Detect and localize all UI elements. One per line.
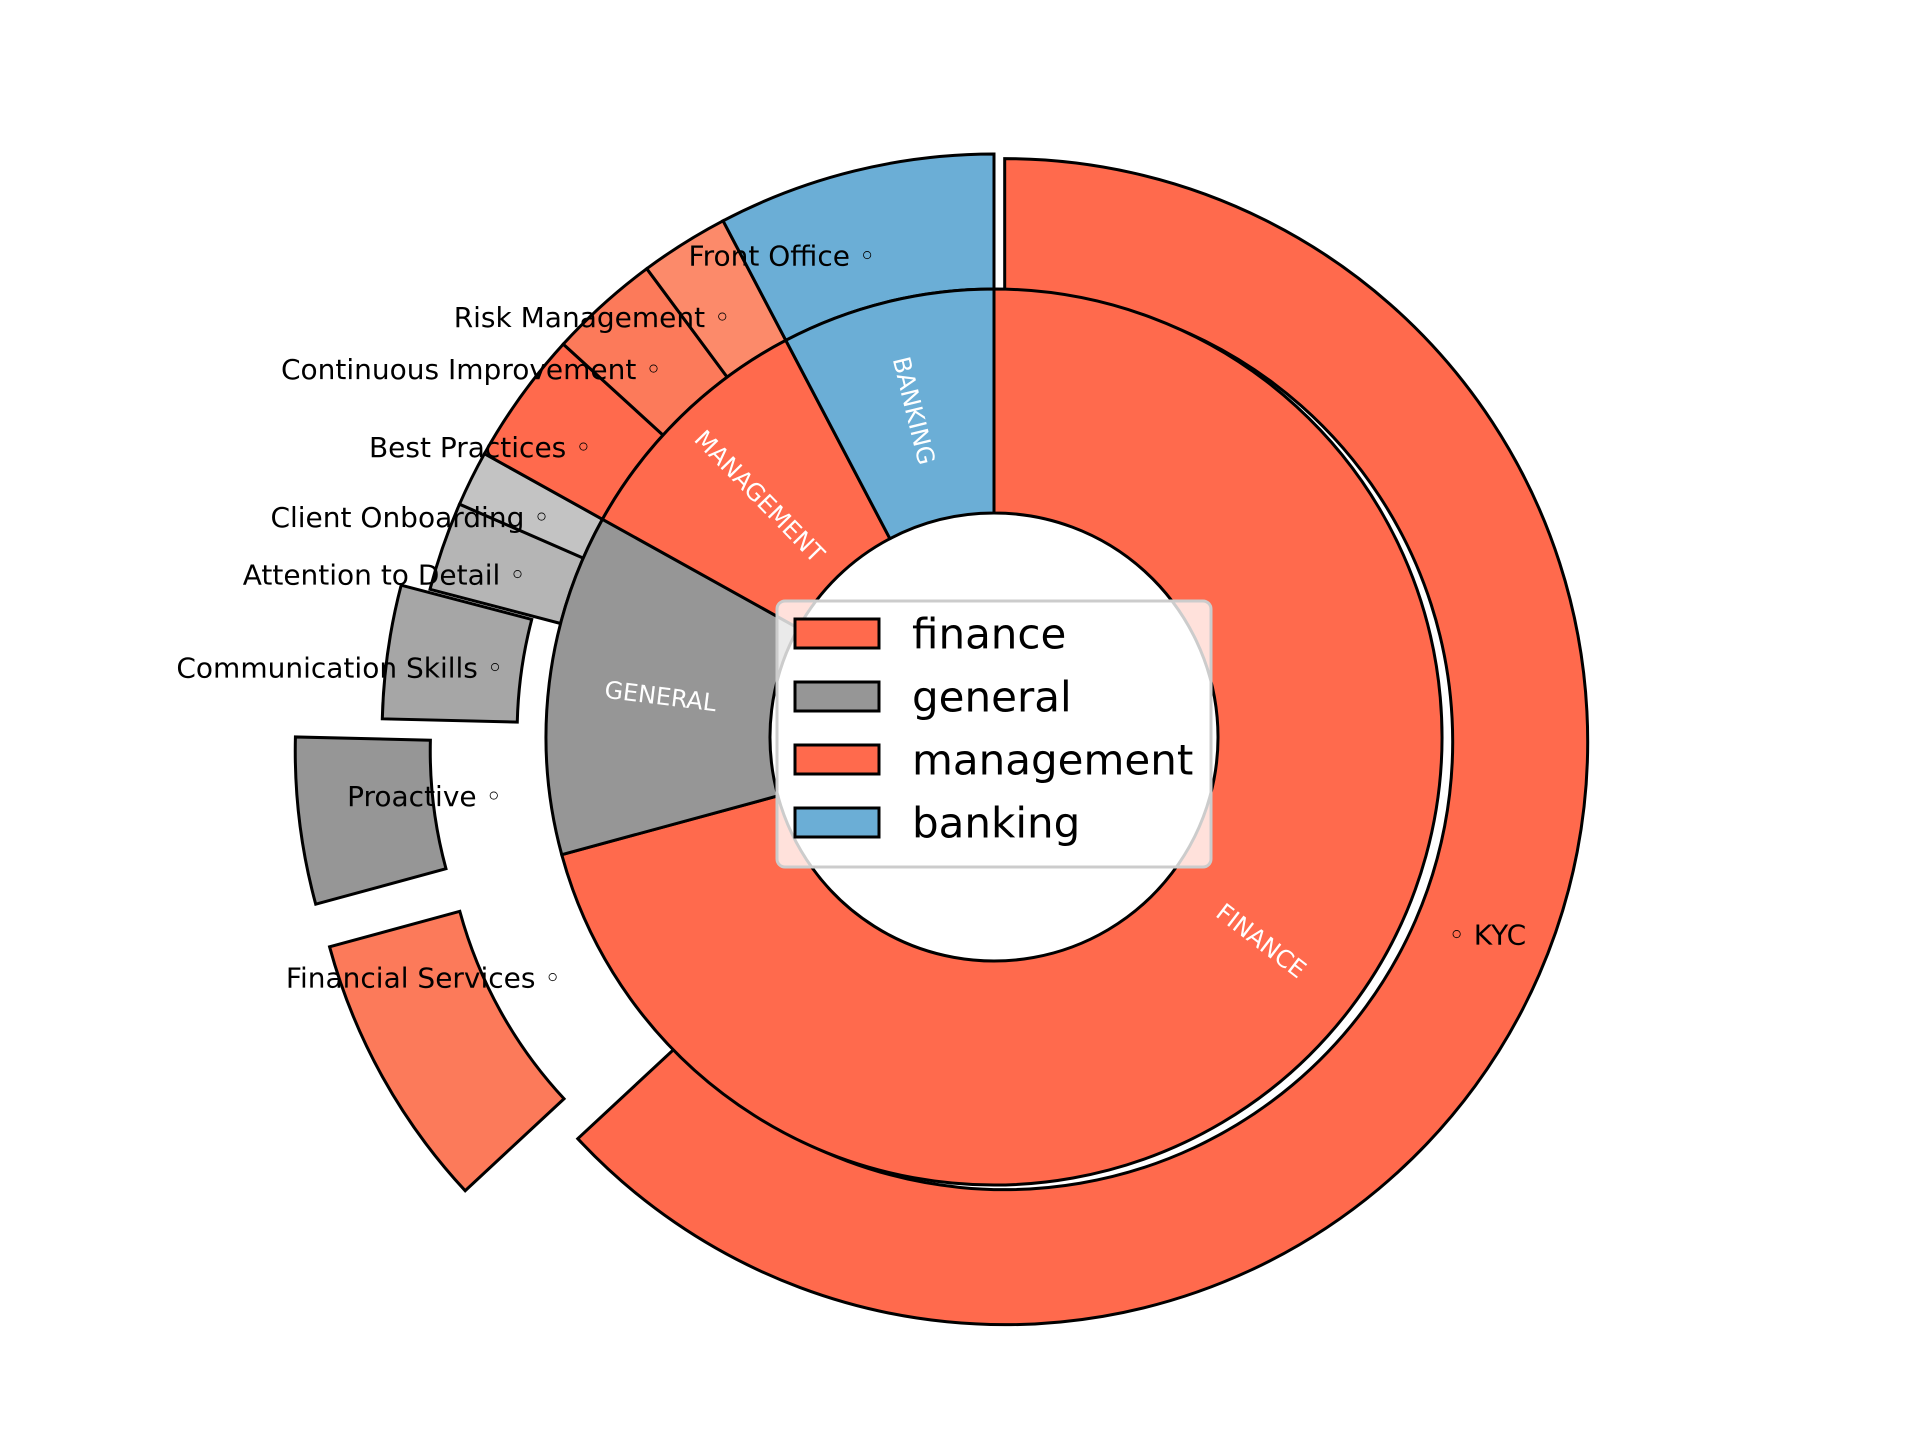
outer-slice-communication-skills <box>380 583 534 724</box>
inner-slice-general <box>544 517 801 857</box>
inner-ring <box>544 287 1444 1187</box>
outer-label-front-office: Front Office ◦ <box>689 239 876 272</box>
legend-label-management: management <box>912 736 1193 785</box>
outer-slice-kyc <box>575 157 1590 1327</box>
inner-slice-banking <box>783 287 996 541</box>
outer-label-continuous-improvement: Continuous Improvement ◦ <box>281 353 662 386</box>
outer-label-financial-services: Financial Services ◦ <box>286 961 561 994</box>
outer-label-proactive: Proactive ◦ <box>347 780 502 813</box>
inner-slice-finance <box>559 287 1444 1187</box>
outer-label-risk-management: Risk Management ◦ <box>454 301 731 334</box>
legend: finance general management banking <box>775 599 1213 869</box>
outer-labels: ◦ KYC Financial Services ◦ Proactive ◦ Comm… <box>176 239 1526 994</box>
outer-label-best-practices: Best Practices ◦ <box>369 431 592 464</box>
legend-label-general: general <box>912 673 1072 722</box>
legend-frame <box>775 599 1213 869</box>
legend-swatch-management <box>793 743 881 776</box>
outer-label-attention-to-detail: Attention to Detail ◦ <box>243 558 526 591</box>
outer-label-kyc: ◦ KYC <box>1448 918 1526 951</box>
legend-label-banking: banking <box>912 799 1080 848</box>
outer-slice-proactive <box>293 735 448 907</box>
legend-swatch-finance <box>793 617 881 650</box>
outer-label-client-onboarding: Client Onboarding ◦ <box>270 501 549 534</box>
outer-label-communication-skills: Communication Skills ◦ <box>176 651 503 684</box>
outer-slice-financial-services <box>327 909 567 1193</box>
legend-swatch-banking <box>793 806 881 839</box>
legend-swatch-general <box>793 680 881 713</box>
legend-label-finance: finance <box>912 610 1066 659</box>
